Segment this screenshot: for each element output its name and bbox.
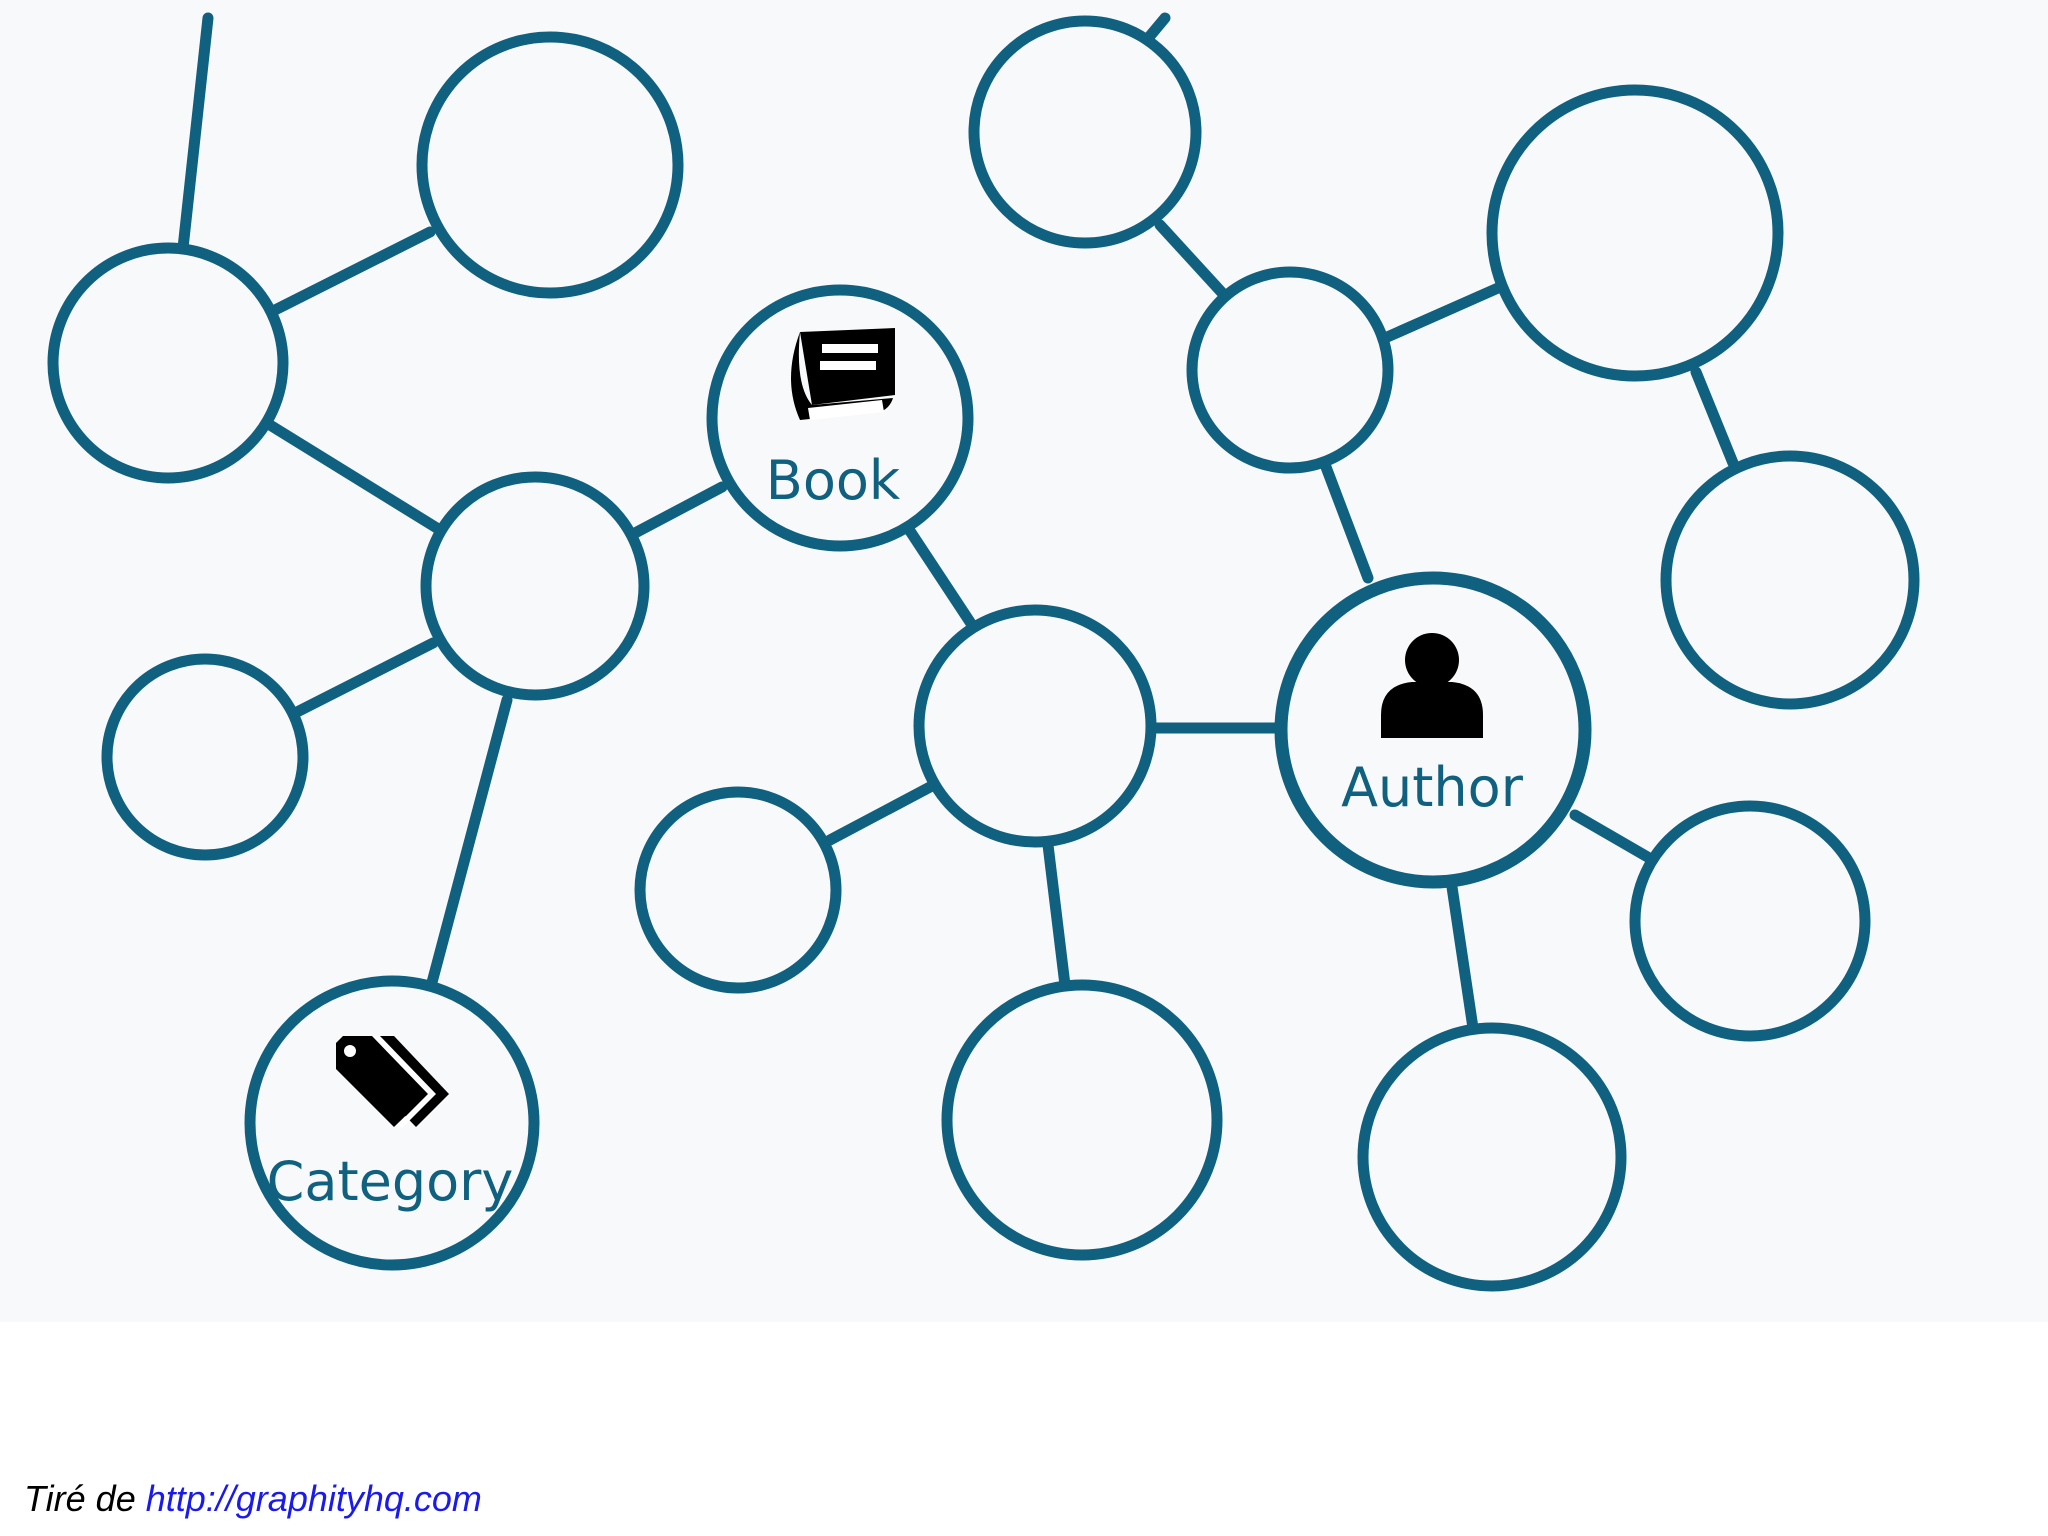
author-node: Author — [1274, 571, 1592, 889]
edge — [1690, 366, 1739, 469]
node — [941, 979, 1223, 1261]
edge — [264, 419, 446, 536]
book-label: Book — [766, 449, 901, 512]
node — [1357, 1022, 1627, 1292]
graph-diagram: Book Author Category — [47, 12, 1920, 1292]
edge — [824, 781, 936, 846]
category-label: Category — [267, 1150, 514, 1213]
person-icon — [1381, 633, 1483, 738]
caption-prefix: Tiré de — [24, 1478, 146, 1519]
node — [913, 604, 1157, 848]
node — [1486, 84, 1784, 382]
edge — [177, 12, 214, 254]
graph-edges — [177, 12, 1739, 1034]
edge — [1446, 881, 1479, 1034]
edge — [424, 694, 513, 996]
graph-svg: Book Author Category — [47, 12, 1920, 1292]
node — [420, 471, 650, 701]
book-node: Book — [706, 284, 974, 552]
source-link[interactable]: http://graphityhq.com — [145, 1478, 482, 1519]
edge — [1154, 219, 1231, 302]
book-node-circle — [706, 284, 974, 552]
author-label: Author — [1341, 756, 1524, 819]
source-caption: Tiré de http://graphityhq.com — [24, 1478, 482, 1520]
edge — [1320, 461, 1374, 584]
edge — [289, 637, 439, 719]
edge — [629, 481, 728, 539]
node — [1629, 800, 1871, 1042]
book-icon — [791, 328, 895, 420]
graph-nodes — [47, 15, 1920, 1292]
node — [416, 31, 684, 299]
node — [101, 653, 309, 861]
edge — [904, 525, 978, 631]
edge — [1042, 839, 1071, 991]
node — [1660, 450, 1920, 710]
node — [634, 786, 842, 994]
edge — [1379, 282, 1504, 344]
edge — [269, 226, 436, 316]
tags-icon — [336, 1036, 449, 1128]
category-node: Category — [244, 975, 540, 1271]
node — [968, 15, 1202, 249]
node — [47, 242, 289, 484]
node — [1186, 266, 1394, 474]
